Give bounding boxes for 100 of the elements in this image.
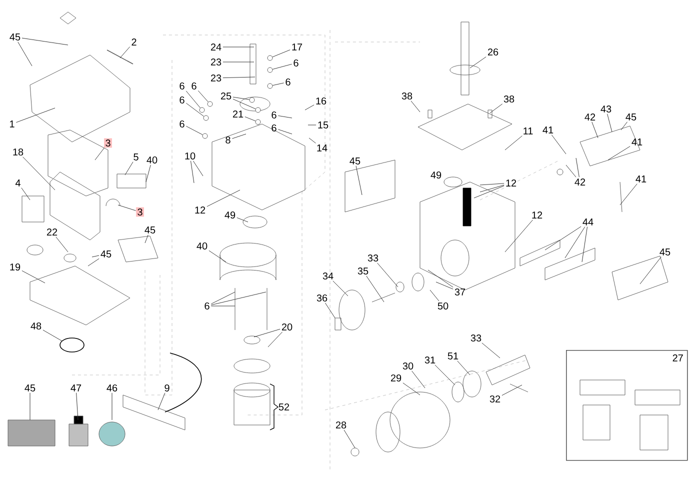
leader-line — [324, 302, 336, 318]
leader-line — [620, 184, 638, 206]
leader-line — [480, 183, 504, 186]
callout-number: 31 — [424, 356, 436, 364]
callout-number: 34 — [322, 272, 334, 280]
callout-number: 33 — [368, 254, 378, 262]
callout-number: 12 — [532, 212, 542, 218]
callout-number: 37 — [454, 288, 466, 296]
washer — [202, 133, 208, 139]
callout-number: 3 — [104, 138, 112, 148]
leader-line — [356, 166, 362, 196]
callout-number: 23 — [210, 74, 222, 82]
leader-line — [430, 290, 440, 302]
leader-line — [232, 96, 250, 100]
leader-line — [474, 186, 504, 198]
callout-number: 18 — [13, 148, 24, 156]
leader-line — [254, 328, 280, 338]
leader-line — [436, 282, 454, 290]
callout-number: 9 — [164, 384, 170, 392]
callout-number: 6 — [204, 302, 210, 310]
callout-number: 42 — [584, 114, 596, 120]
leader-line — [16, 108, 56, 123]
leader-line — [186, 90, 200, 108]
leader-line — [564, 226, 586, 258]
callout-number: 14 — [317, 144, 328, 152]
callout-number: 45 — [24, 384, 36, 392]
leader-line — [278, 129, 292, 134]
callout-number: 16 — [316, 97, 326, 105]
leader-line — [308, 124, 316, 126]
leader-line — [21, 188, 30, 200]
leader-line — [544, 226, 582, 250]
callout-number: 20 — [282, 323, 292, 331]
leader-line — [582, 226, 588, 262]
callout-number: 49 — [224, 211, 236, 219]
callout-number: 52 — [278, 403, 290, 411]
callout-number: 45 — [10, 34, 20, 40]
callout-number: 6 — [180, 96, 184, 104]
callout-number: 6 — [192, 82, 196, 90]
leader-line — [502, 384, 522, 396]
leader-line — [18, 42, 32, 66]
leader-line — [504, 220, 534, 252]
leader-line — [22, 156, 56, 190]
leader-line — [332, 280, 348, 296]
callout-number: 41 — [636, 176, 646, 182]
callout-number: 30 — [402, 362, 414, 370]
leader-line — [190, 160, 194, 184]
callout-number: 49 — [430, 171, 442, 179]
callout-number: 3 — [136, 207, 144, 217]
callout-number: 38 — [504, 95, 514, 103]
callout-number: 1 — [10, 120, 14, 128]
leader-line — [402, 382, 420, 396]
leader-line — [222, 76, 256, 78]
leader-line — [272, 50, 290, 58]
leader-line — [366, 276, 384, 302]
leader-line — [576, 158, 580, 178]
callout-number: 29 — [390, 374, 402, 382]
leader-line — [236, 217, 248, 222]
leader-line — [607, 114, 612, 132]
leader-line — [232, 134, 246, 139]
callout-number: 41 — [542, 126, 554, 134]
washer — [267, 83, 273, 89]
leader-line — [56, 236, 68, 252]
washer — [203, 115, 209, 121]
leader-line — [186, 126, 203, 135]
callout-number: 12 — [506, 180, 516, 186]
leader-line — [272, 64, 292, 70]
leader-line — [146, 164, 151, 182]
leader-line — [470, 56, 486, 68]
leader-line — [192, 160, 204, 176]
callout-number: 6 — [272, 111, 276, 119]
leader-line — [412, 370, 426, 388]
callout-number: 22 — [46, 228, 58, 236]
callout-number: 12 — [195, 206, 206, 214]
leader-line — [592, 122, 598, 138]
leader-line — [208, 250, 226, 262]
leader-line — [186, 102, 204, 117]
leader-line — [620, 122, 628, 130]
leader-line — [308, 138, 316, 144]
callout-number: 6 — [272, 124, 276, 132]
leader-line — [124, 162, 134, 176]
callout-number: 43 — [600, 105, 612, 113]
washer — [255, 107, 261, 113]
leader-line — [94, 148, 104, 160]
leader-line — [504, 136, 522, 150]
callout-number: 42 — [574, 178, 586, 186]
leader-line — [434, 364, 456, 386]
callout-number: 45 — [350, 158, 360, 164]
leader-line — [377, 262, 398, 288]
washer — [199, 107, 205, 113]
callout-number: 21 — [232, 110, 244, 118]
callout-number: 45 — [626, 114, 636, 120]
callout-number: 8 — [226, 136, 230, 144]
washer — [249, 97, 255, 103]
leader-line — [490, 104, 503, 114]
callout-number: 50 — [438, 302, 448, 310]
callout-number: 47 — [70, 384, 82, 392]
leader-line — [76, 392, 78, 420]
callout-number: 25 — [220, 92, 232, 100]
leader-line — [566, 164, 576, 178]
washer — [255, 119, 261, 125]
